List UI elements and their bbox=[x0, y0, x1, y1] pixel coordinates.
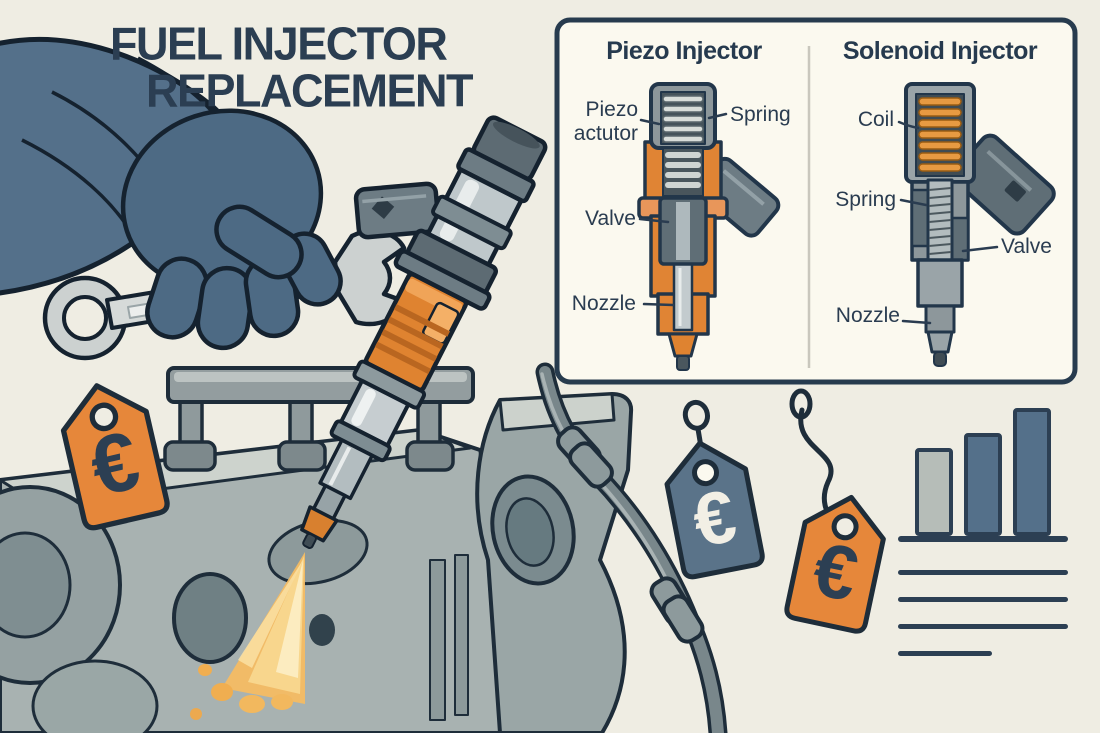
chart-bar-cost-high bbox=[1013, 408, 1051, 536]
solenoid-injector-diagram bbox=[904, 82, 1056, 367]
piezo-spring-coils bbox=[662, 95, 704, 143]
leader-piezo-spring bbox=[707, 112, 728, 120]
price-tag-orange-right: € bbox=[784, 388, 886, 634]
fist bbox=[120, 108, 343, 351]
piezo-nozzle bbox=[667, 332, 699, 358]
price-tag-orange-left: € bbox=[60, 383, 170, 531]
leader-solenoid-spring bbox=[899, 198, 928, 207]
chart-caption-line bbox=[898, 624, 1068, 629]
fuel-injector bbox=[300, 115, 548, 550]
solenoid-coil bbox=[918, 97, 962, 172]
chart-baseline bbox=[898, 536, 1068, 542]
chart-caption-lines bbox=[898, 570, 1068, 656]
leader-piezo-actuator bbox=[639, 118, 661, 126]
engine-port-oval bbox=[172, 572, 248, 664]
injector-nozzle-cap bbox=[300, 505, 339, 543]
cost-bar-chart bbox=[898, 408, 1068, 678]
price-tag-blue: € bbox=[664, 399, 765, 580]
chart-bar-cost-mid bbox=[964, 433, 1002, 536]
fuel-hose bbox=[535, 362, 728, 733]
leader-piezo-nozzle bbox=[642, 302, 675, 307]
solenoid-nozzle bbox=[926, 330, 954, 354]
bar-chart-bars bbox=[898, 408, 1068, 536]
comparison-panel bbox=[554, 17, 1078, 385]
leader-solenoid-valve bbox=[961, 245, 999, 253]
engine-mount bbox=[475, 392, 634, 733]
leader-solenoid-nozzle bbox=[901, 319, 932, 325]
leader-lines bbox=[638, 112, 999, 325]
chart-bar-cost-low bbox=[915, 448, 953, 536]
gloved-hand bbox=[0, 36, 409, 361]
chart-caption-line bbox=[898, 597, 1068, 602]
chart-caption-line bbox=[898, 570, 1068, 575]
leader-solenoid-coil bbox=[897, 120, 920, 130]
fuel-spray bbox=[190, 552, 305, 720]
tag-hole bbox=[89, 402, 119, 432]
tag-string bbox=[682, 399, 710, 431]
tag-hole bbox=[692, 459, 720, 487]
chart-caption-line bbox=[898, 651, 992, 656]
tag-hole bbox=[831, 513, 859, 541]
leader-piezo-valve bbox=[638, 217, 670, 224]
piezo-injector-diagram bbox=[637, 82, 781, 371]
